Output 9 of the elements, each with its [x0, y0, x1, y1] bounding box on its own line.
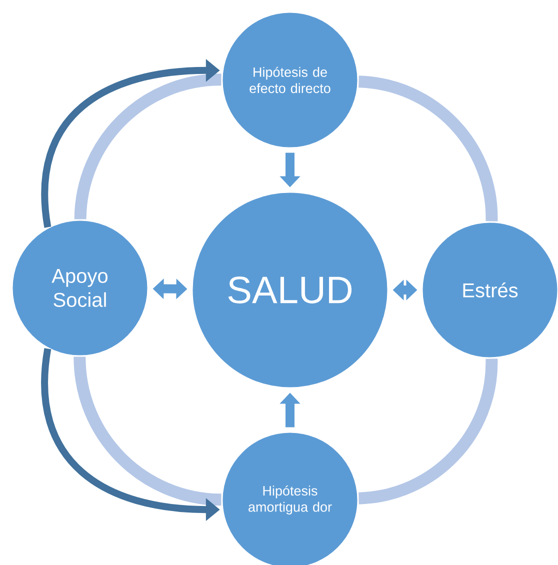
circle-node: Apoyo Social — [11, 219, 149, 357]
circle-node: Hipótesis de efecto directo — [221, 11, 359, 149]
circle-node: Estrés — [421, 221, 558, 359]
ring-segment — [74, 74, 222, 220]
ring-segment — [358, 76, 498, 222]
ring-segment — [358, 358, 498, 504]
ring-segment — [74, 356, 222, 506]
circle-node: SALUD — [191, 191, 389, 389]
circle-node: Hipótesis amortigua dor — [221, 431, 359, 565]
